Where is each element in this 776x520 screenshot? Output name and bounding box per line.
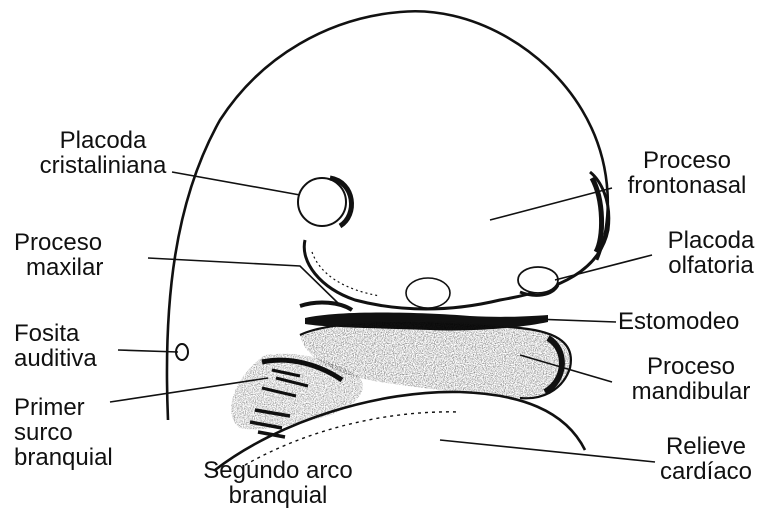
leader-proceso-frontonasal (490, 188, 612, 220)
label-relieve-cardiaco: Relieve cardíaco (646, 434, 766, 484)
lens-placode (298, 178, 346, 226)
frontonasal-inner-shading (312, 252, 380, 296)
label-segundo-arco-branquial: Segundo arco branquial (178, 458, 378, 508)
label-proceso-mandibular: Proceso mandibular (612, 354, 770, 404)
label-proceso-frontonasal: Proceso frontonasal (612, 148, 762, 198)
leader-relieve-cardiaco (440, 440, 655, 462)
label-primer-surco-branquial: Primer surco branquial (14, 395, 113, 470)
frontonasal-right-shading (592, 178, 602, 252)
label-fosita-auditiva: Fosita auditiva (14, 321, 97, 371)
label-proceso-maxilar: Proceso maxilar (14, 230, 103, 280)
maxillary-process (300, 303, 352, 310)
leader-proceso-maxilar (148, 258, 340, 305)
olfactory-placode (518, 267, 558, 293)
label-estomodeo: Estomodeo (618, 309, 739, 334)
leader-fosita-auditiva (118, 350, 178, 352)
label-placoda-cristaliniana: Placoda cristaliniana (28, 128, 178, 178)
leader-placoda-olfatoria (555, 255, 652, 280)
label-placoda-olfatoria: Placoda olfatoria (652, 228, 770, 278)
nasal-bump (406, 278, 450, 308)
